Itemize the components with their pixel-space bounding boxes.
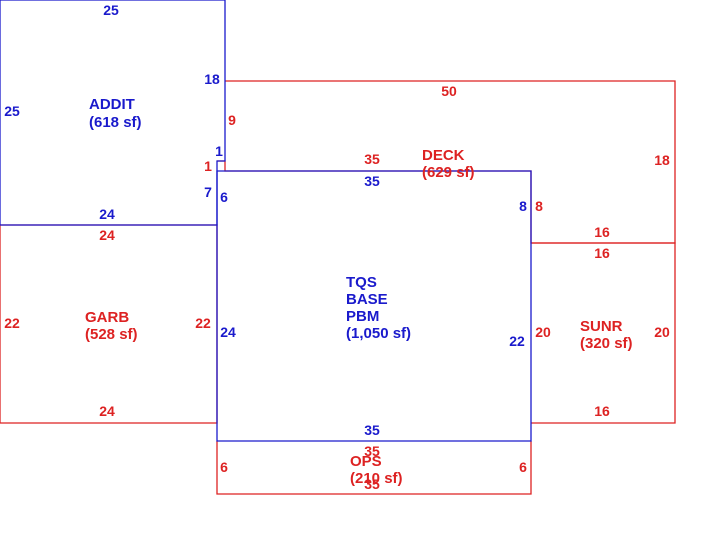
dim-deck-bottom: 35 <box>364 151 380 167</box>
dim-deck-top: 50 <box>441 83 457 99</box>
dim-sunr-top: 16 <box>594 245 610 261</box>
dim-base-left-lower: 24 <box>220 324 236 340</box>
dim-base-top: 35 <box>364 173 380 189</box>
addit-name: ADDIT <box>89 96 135 113</box>
sunr-outline <box>531 242 676 424</box>
base-outline <box>216 170 532 442</box>
sunr-area: (320 sf) <box>580 335 633 352</box>
dim-ops-top: 35 <box>364 443 380 459</box>
dim-addit-right-lower: 7 <box>204 184 212 200</box>
dim-ops-right: 6 <box>519 459 527 475</box>
dim-base-bottom: 35 <box>364 422 380 438</box>
sunr-name: SUNR <box>580 318 623 335</box>
dimension-labels: 25 25 18 1 7 24 50 9 1 18 35 8 35 6 8 24… <box>4 2 670 492</box>
dim-deck-left-upper: 9 <box>228 112 236 128</box>
dim-deck-right: 18 <box>654 152 670 168</box>
blue-outlines <box>0 0 532 442</box>
deck-name: DECK <box>422 147 465 164</box>
base-line2: BASE <box>346 291 388 308</box>
dim-garb-bottom: 24 <box>99 403 115 419</box>
dim-sunr-left: 20 <box>535 324 551 340</box>
dim-addit-top: 25 <box>103 2 119 18</box>
red-outlines <box>0 80 676 495</box>
dim-sunr-right: 20 <box>654 324 670 340</box>
dim-base-right-upper: 8 <box>519 198 527 214</box>
ops-name: OPS <box>350 453 382 470</box>
garb-name: GARB <box>85 309 129 326</box>
dim-sunr-top-upper: 16 <box>594 224 610 240</box>
dim-sunr-bottom: 16 <box>594 403 610 419</box>
dim-deck-inner-right: 8 <box>535 198 543 214</box>
ops-area: (210 sf) <box>350 470 403 487</box>
area-labels: ADDIT (618 sf) DECK (629 sf) GARB (528 s… <box>85 96 633 487</box>
base-line3: PBM <box>346 308 379 325</box>
dim-addit-bottom: 24 <box>99 206 115 222</box>
garb-area: (528 sf) <box>85 326 138 343</box>
dim-base-left: 6 <box>220 189 228 205</box>
dim-base-right-lower: 22 <box>509 333 525 349</box>
dim-garb-top: 24 <box>99 227 115 243</box>
dim-garb-left: 22 <box>4 315 20 331</box>
dim-ops-left: 6 <box>220 459 228 475</box>
dim-addit-step: 1 <box>215 143 223 159</box>
dim-addit-right-upper: 18 <box>204 71 220 87</box>
ops-outline <box>216 441 532 495</box>
addit-area: (618 sf) <box>89 114 142 131</box>
base-area: (1,050 sf) <box>346 325 411 342</box>
dim-deck-left-step: 1 <box>204 158 212 174</box>
dim-addit-left: 25 <box>4 103 20 119</box>
base-line1: TQS <box>346 274 377 291</box>
dim-garb-right: 22 <box>195 315 211 331</box>
dim-ops-bottom: 35 <box>364 476 380 492</box>
deck-area: (629 sf) <box>422 164 475 181</box>
